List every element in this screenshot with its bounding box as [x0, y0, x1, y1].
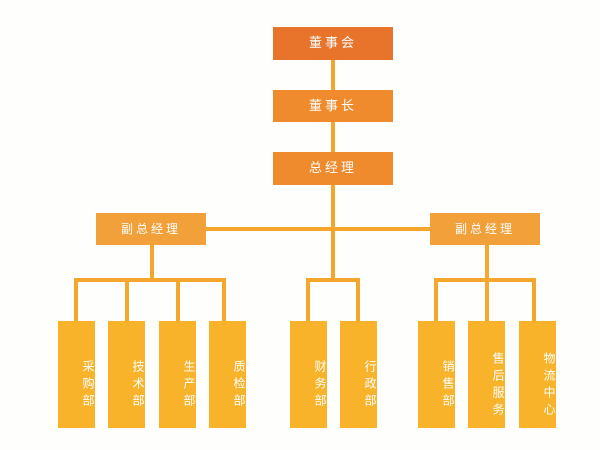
connector-board-to-chairman: [331, 59, 335, 93]
node-department-administration[interactable]: 行政部: [340, 321, 377, 428]
node-department-purchasing[interactable]: 采购部: [58, 321, 95, 428]
connector-vice-bus: [204, 227, 460, 231]
connector-center-dept-1-drop: [306, 278, 310, 322]
connector-center-dept-2-drop: [356, 278, 360, 322]
connector-center-group-bus: [306, 278, 360, 282]
connector-left-dept-3-drop: [176, 278, 180, 322]
connector-vice-left-drop: [150, 245, 154, 280]
node-vice-president-left[interactable]: 副总经理: [96, 213, 206, 245]
node-department-production[interactable]: 生产部: [159, 321, 196, 428]
node-board[interactable]: 董事会: [273, 27, 393, 60]
connector-gm-trunk: [331, 184, 335, 280]
node-chairman[interactable]: 董事长: [273, 90, 393, 122]
connector-left-group-bus: [74, 278, 226, 282]
node-department-sales[interactable]: 销售部: [418, 321, 455, 428]
connector-left-dept-4-drop: [222, 278, 226, 322]
connector-right-dept-2-drop: [485, 278, 489, 322]
node-general-manager[interactable]: 总经理: [273, 152, 393, 185]
node-department-logistics-center[interactable]: 物流中心: [519, 321, 556, 428]
connector-left-dept-1-drop: [74, 278, 78, 322]
node-department-technology[interactable]: 技术部: [108, 321, 145, 428]
connector-chairman-to-gm: [331, 121, 335, 155]
node-vice-president-right[interactable]: 副总经理: [430, 213, 540, 245]
node-department-quality-inspection[interactable]: 质检部: [209, 321, 246, 428]
node-department-after-sales-service[interactable]: 售后服务: [468, 321, 505, 428]
connector-right-dept-3-drop: [532, 278, 536, 322]
node-department-finance[interactable]: 财务部: [290, 321, 327, 428]
connector-vice-right-drop: [485, 245, 489, 280]
connector-left-dept-2-drop: [125, 278, 129, 322]
connector-right-dept-1-drop: [434, 278, 438, 322]
